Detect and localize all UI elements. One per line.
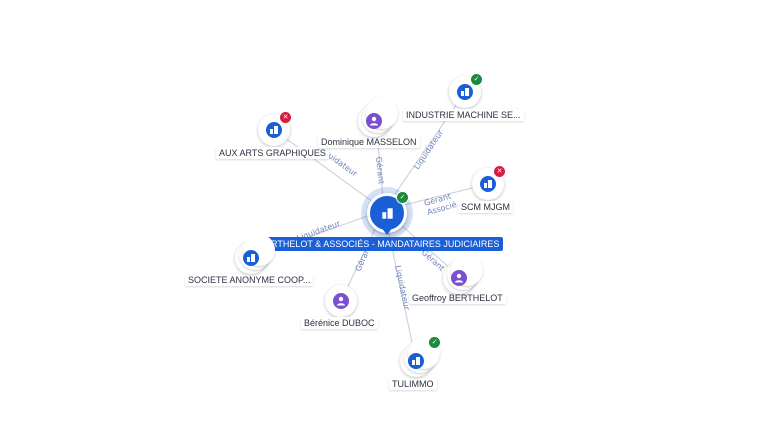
person-icon [455, 273, 463, 283]
label-berenice[interactable]: Bérénice DUBOC [301, 317, 378, 329]
status-closed-icon: ✕ [279, 111, 292, 124]
edge-label-industrie: Liquidateur [412, 128, 445, 171]
building-icon [412, 357, 420, 365]
label-societe[interactable]: SOCIETE ANONYME COOP... [185, 274, 314, 286]
label-tulimmo[interactable]: TULIMMO [389, 378, 437, 390]
edge-tulimmo [383, 209, 417, 362]
person-icon [337, 296, 345, 306]
person-icon [370, 116, 378, 126]
label-industrie[interactable]: INDUSTRIE MACHINE SE... [403, 109, 524, 121]
center-label[interactable]: BERTHELOT & ASSOCIÉS - MANDATAIRES JUDIC… [255, 237, 504, 251]
label-geoffroy[interactable]: Geoffroy BERTHELOT [409, 292, 506, 304]
node-geoffroy[interactable] [443, 254, 483, 294]
building-icon [270, 126, 278, 134]
node-masselon[interactable] [358, 97, 398, 137]
status-active-icon: ✓ [396, 191, 409, 204]
status-active-icon: ✓ [470, 73, 483, 86]
node-scm[interactable]: ✕ [472, 165, 506, 200]
node-aux-arts[interactable]: ✕ [258, 111, 292, 146]
status-closed-icon: ✕ [493, 165, 506, 178]
node-societe[interactable] [235, 234, 275, 274]
building-icon [484, 180, 492, 188]
building-icon [461, 88, 469, 96]
node-berenice[interactable] [325, 285, 357, 317]
label-aux-arts[interactable]: AUX ARTS GRAPHIQUES [216, 147, 329, 159]
status-active-icon: ✓ [428, 336, 441, 349]
center-node[interactable]: ✓ [367, 191, 409, 235]
building-icon [381, 207, 393, 219]
label-masselon[interactable]: Dominique MASSELON [318, 136, 420, 148]
edge-aux-arts [273, 129, 385, 211]
label-scm[interactable]: SCM MJGM [458, 201, 513, 213]
edge-label-masselon: Gérant [374, 156, 387, 184]
edge-label-tulimmo: Liquidateur [393, 265, 411, 312]
node-tulimmo[interactable]: ✓ [400, 336, 441, 377]
building-icon [247, 254, 255, 262]
node-industrie[interactable]: ✓ [449, 73, 483, 108]
